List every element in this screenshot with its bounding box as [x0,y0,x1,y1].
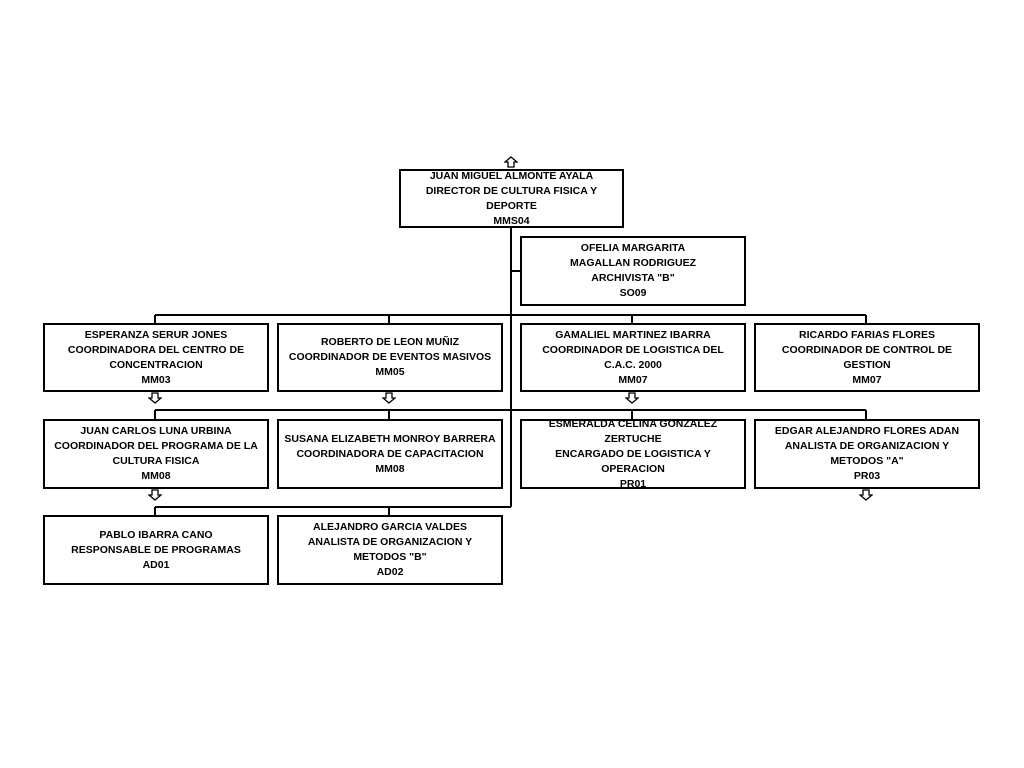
node-name: ESMERALDA CELINA GONZALEZ ZERTUCHE [548,417,718,445]
node-title: COORDINADOR DEL PROGRAMA DE LA CULTURA F… [54,440,258,467]
org-node-concentracion[interactable]: ESPERANZA SERUR JONES COORDINADORA DEL C… [43,323,269,392]
node-title: ANALISTA DE ORGANIZACION Y METODOS "B" [307,536,473,563]
node-title: ENCARGADO DE LOGISTICA Y OPERACION [555,447,711,475]
org-node-director[interactable]: JUAN MIGUEL ALMONTE AYALA DIRECTOR DE CU… [399,169,624,228]
node-name: JUAN CARLOS LUNA URBINA [80,425,232,437]
node-title: DIRECTOR DE CULTURA FISICA Y DEPORTE [425,184,598,212]
org-node-archivista[interactable]: OFELIA MARGARITA MAGALLAN RODRIGUEZ ARCH… [520,236,746,306]
node-code: MM07 [852,373,882,386]
org-node-cultura-fisica[interactable]: JUAN CARLOS LUNA URBINA COORDINADOR DEL … [43,419,269,489]
node-code: MM05 [375,366,405,378]
org-node-analista-a[interactable]: EDGAR ALEJANDRO FLORES ADAN ANALISTA DE … [754,419,980,489]
expand-down-icon[interactable] [148,392,162,404]
node-title: COORDINADORA DE CAPACITACION [296,447,484,460]
org-node-capacitacion[interactable]: SUSANA ELIZABETH MONROY BARRERA COORDINA… [277,419,503,489]
node-code: MM08 [375,462,405,475]
org-node-eventos-masivos[interactable]: ROBERTO DE LEON MUÑIZ COORDINADOR DE EVE… [277,323,503,392]
node-title: COORDINADORA DEL CENTRO DE CONCENTRACION [67,343,245,371]
node-name: ALEJANDRO GARCIA VALDES [312,521,467,533]
expand-down-icon[interactable] [859,489,873,501]
node-name: GAMALIEL MARTINEZ IBARRA [555,328,711,341]
node-name: RICARDO FARIAS FLORES [799,328,935,341]
node-title: ARCHIVISTA "B" [591,272,675,284]
node-title: ANALISTA DE ORGANIZACION Y METODOS "A" [784,440,950,467]
node-name: OFELIA MARGARITA MAGALLAN RODRIGUEZ [570,242,696,269]
org-node-control-gestion[interactable]: RICARDO FARIAS FLORES COORDINADOR DE CON… [754,323,980,392]
node-title: COORDINADOR DE EVENTOS MASIVOS [288,351,492,363]
node-code: MM03 [141,373,171,386]
node-title: COORDINADOR DE CONTROL DE GESTION [781,343,953,371]
node-code: PR03 [853,470,881,482]
node-name: JUAN MIGUEL ALMONTE AYALA [429,169,594,182]
node-code: AD01 [142,558,170,571]
node-name: ROBERTO DE LEON MUÑIZ [320,336,460,348]
node-name: SUSANA ELIZABETH MONROY BARRERA [284,432,496,445]
node-code: PR01 [619,477,647,490]
node-name: PABLO IBARRA CANO [99,528,213,541]
org-node-logistica-operacion[interactable]: ESMERALDA CELINA GONZALEZ ZERTUCHE ENCAR… [520,417,746,490]
collapse-up-icon[interactable] [504,156,518,168]
node-code: MMS04 [493,214,530,227]
node-code: MM07 [618,373,648,386]
expand-down-icon[interactable] [148,489,162,501]
org-node-analista-b[interactable]: ALEJANDRO GARCIA VALDES ANALISTA DE ORGA… [277,515,503,585]
expand-down-icon[interactable] [382,392,396,404]
node-title: COORDINADOR DE LOGISTICA DEL C.A.C. 2000 [542,343,724,371]
org-node-programas[interactable]: PABLO IBARRA CANO RESPONSABLE DE PROGRAM… [43,515,269,585]
expand-down-icon[interactable] [625,392,639,404]
node-title: RESPONSABLE DE PROGRAMAS [71,543,241,556]
node-code: MM08 [141,470,171,482]
node-code: AD02 [376,566,404,578]
org-node-logistica-cac[interactable]: GAMALIEL MARTINEZ IBARRA COORDINADOR DE … [520,323,746,392]
node-code: SO09 [619,287,647,299]
node-name: EDGAR ALEJANDRO FLORES ADAN [774,425,960,437]
node-name: ESPERANZA SERUR JONES [84,328,228,341]
